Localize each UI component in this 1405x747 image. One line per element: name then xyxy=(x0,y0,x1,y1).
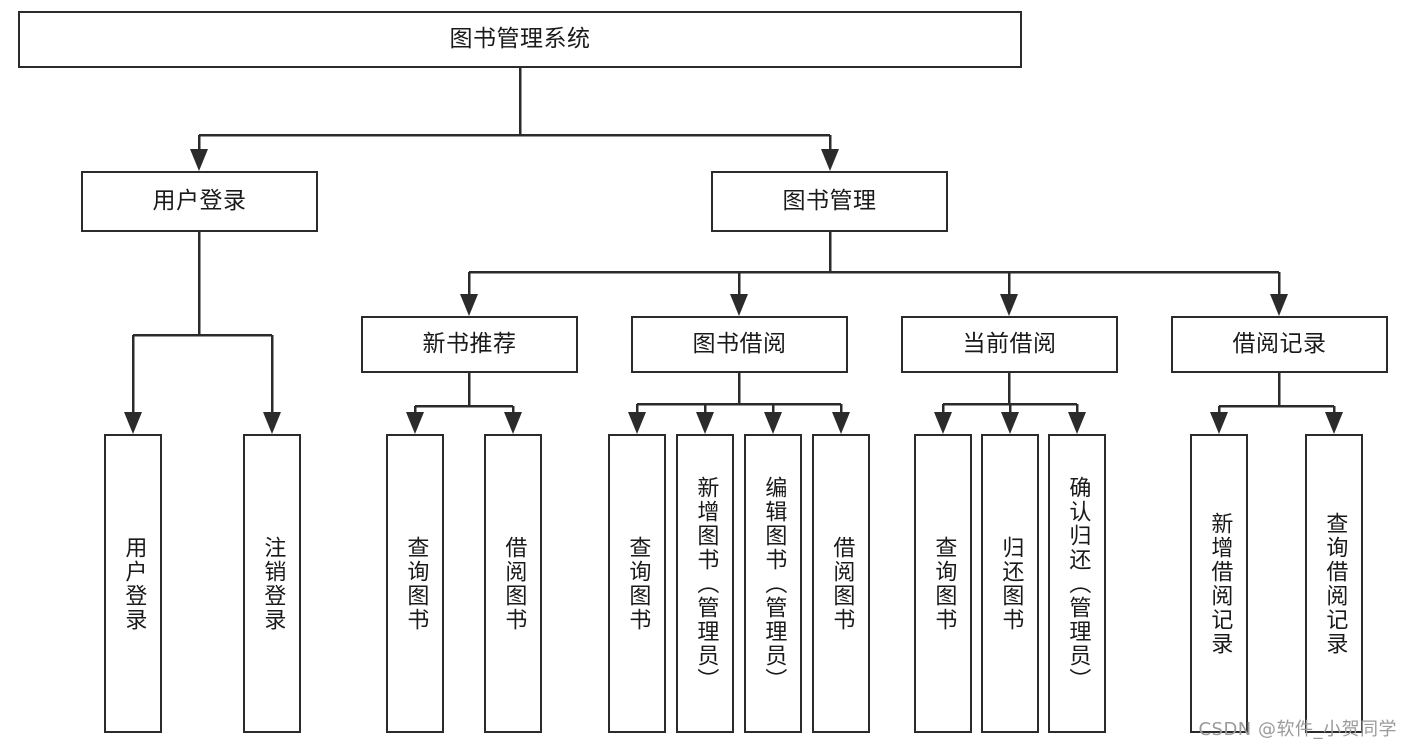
arrowhead-login-to-children-0 xyxy=(124,412,142,434)
node-n-borrow[interactable]: 借阅图书 xyxy=(484,434,542,733)
arrowhead-records-to-children-0 xyxy=(1210,412,1228,434)
arrowhead-bookmgmt-to-level3-2 xyxy=(1000,294,1018,316)
node-borrow[interactable]: 图书借阅 xyxy=(631,316,848,373)
arrowhead-borrow-to-children-2 xyxy=(764,412,782,434)
node-root[interactable]: 图书管理系统 xyxy=(18,11,1022,68)
arrowhead-root-to-level2-1 xyxy=(821,149,839,171)
arrowhead-root-to-level2-0 xyxy=(190,149,208,171)
node-b-query[interactable]: 查询图书 xyxy=(608,434,666,733)
arrowhead-bookmgmt-to-level3-3 xyxy=(1270,294,1288,316)
node-l-logout[interactable]: 注销登录 xyxy=(243,434,301,733)
arrowhead-bookmgmt-to-level3-0 xyxy=(460,294,478,316)
node-c-return[interactable]: 归还图书 xyxy=(981,434,1039,733)
node-login[interactable]: 用户登录 xyxy=(81,171,318,232)
node-n-query[interactable]: 查询图书 xyxy=(386,434,444,733)
node-records[interactable]: 借阅记录 xyxy=(1171,316,1388,373)
arrowhead-borrow-to-children-0 xyxy=(628,412,646,434)
node-b-lend[interactable]: 借阅图书 xyxy=(812,434,870,733)
arrowhead-current-to-children-2 xyxy=(1068,412,1086,434)
arrowhead-current-to-children-0 xyxy=(934,412,952,434)
node-newbook[interactable]: 新书推荐 xyxy=(361,316,578,373)
node-current[interactable]: 当前借阅 xyxy=(901,316,1118,373)
node-c-confirm[interactable]: 确认归还（管理员） xyxy=(1048,434,1106,733)
arrowhead-records-to-children-1 xyxy=(1325,412,1343,434)
node-r-add[interactable]: 新增借阅记录 xyxy=(1190,434,1248,733)
arrowhead-login-to-children-1 xyxy=(263,412,281,434)
arrowhead-current-to-children-1 xyxy=(1001,412,1019,434)
arrowhead-newbook-to-children-1 xyxy=(504,412,522,434)
node-b-edit[interactable]: 编辑图书（管理员） xyxy=(744,434,802,733)
arrowhead-borrow-to-children-3 xyxy=(832,412,850,434)
arrowhead-bookmgmt-to-level3-1 xyxy=(730,294,748,316)
node-b-add[interactable]: 新增图书（管理员） xyxy=(676,434,734,733)
node-r-query[interactable]: 查询借阅记录 xyxy=(1305,434,1363,733)
arrowhead-borrow-to-children-1 xyxy=(696,412,714,434)
node-l-login[interactable]: 用户登录 xyxy=(104,434,162,733)
node-c-query[interactable]: 查询图书 xyxy=(914,434,972,733)
arrowhead-newbook-to-children-0 xyxy=(406,412,424,434)
node-bookmgmt[interactable]: 图书管理 xyxy=(711,171,948,232)
